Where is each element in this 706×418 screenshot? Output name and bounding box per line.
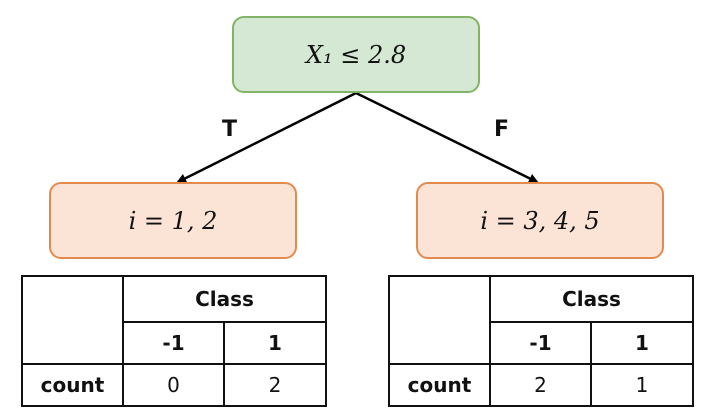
table-class-label: -1 — [489, 321, 592, 365]
edge-true — [176, 91, 357, 184]
count-table-left: Class -1 1 count 0 2 — [21, 275, 327, 407]
table-count-cell: 0 — [122, 363, 225, 407]
table-count-cell: 1 — [590, 363, 694, 407]
edge-false — [355, 91, 539, 184]
table-class-label: 1 — [223, 321, 327, 365]
table-row-label: count — [21, 363, 124, 407]
edge-label-false: F — [494, 117, 510, 142]
table-class-label: 1 — [590, 321, 694, 365]
table-corner-cell — [388, 275, 491, 365]
leaf-right-label: i = 3, 4, 5 — [480, 206, 600, 235]
table-class-label: -1 — [122, 321, 225, 365]
edge-label-true: T — [222, 117, 238, 142]
table-corner-cell — [21, 275, 124, 365]
table-count-cell: 2 — [489, 363, 592, 407]
root-condition: X₁ ≤ 2.8 — [305, 40, 407, 69]
leaf-node-left: i = 1, 2 — [49, 182, 297, 259]
root-node: X₁ ≤ 2.8 — [232, 16, 480, 93]
table-row-label: count — [388, 363, 491, 407]
leaf-node-right: i = 3, 4, 5 — [416, 182, 664, 259]
table-count-cell: 2 — [223, 363, 327, 407]
table-group-header: Class — [122, 275, 327, 323]
table-group-header: Class — [489, 275, 694, 323]
leaf-left-label: i = 1, 2 — [128, 206, 218, 235]
count-table-right: Class -1 1 count 2 1 — [388, 275, 694, 407]
